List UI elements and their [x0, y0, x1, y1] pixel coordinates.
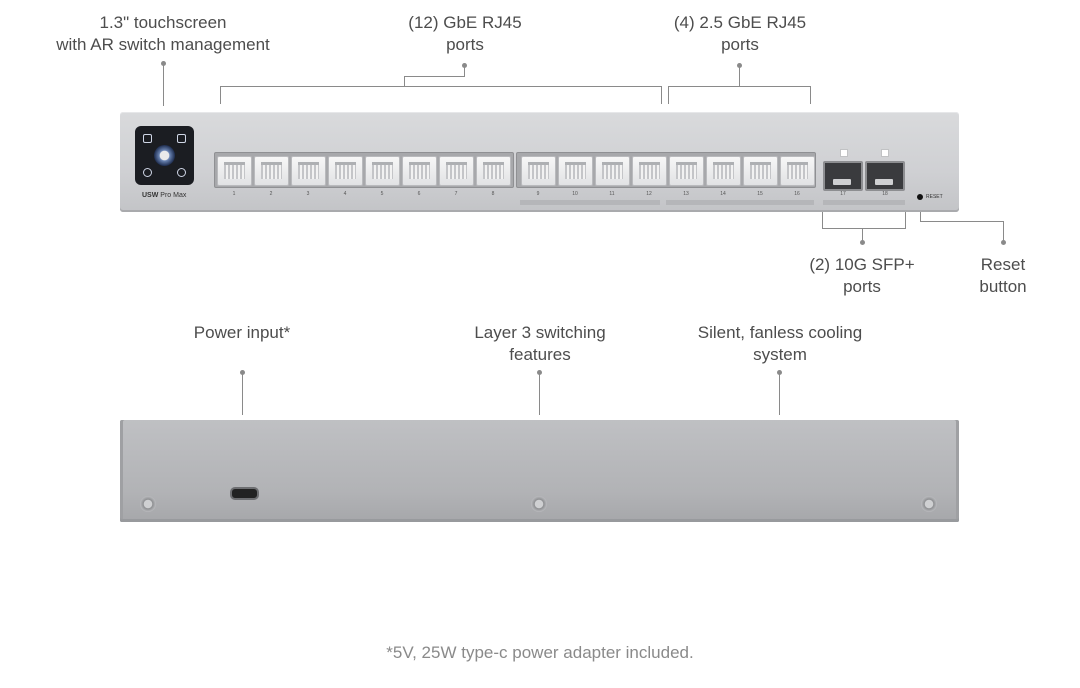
gbe-bracket-right [661, 86, 662, 104]
ge25-ports-callout: (4) 2.5 GbE RJ45 ports [673, 13, 807, 54]
rj45-port[interactable] [743, 156, 778, 186]
gbe-leader-dot [462, 63, 467, 68]
sfp-ports-callout: (2) 10G SFP+ ports [809, 255, 915, 296]
gbe-bracket-step [404, 76, 465, 77]
screen-power-icon [143, 168, 152, 177]
touchscreen-leader-dot [161, 61, 166, 66]
screen-stats-icon [177, 134, 186, 143]
layer3-leader [539, 373, 540, 415]
rj45-port[interactable] [217, 156, 252, 186]
port-number: 2 [269, 191, 273, 197]
model-label-bold: USW [142, 192, 159, 199]
gbe-ports-callout: (12) GbE RJ45 ports [408, 13, 522, 54]
rj45-port[interactable] [254, 156, 289, 186]
port-number: 7 [454, 191, 458, 197]
rj45-port[interactable] [439, 156, 474, 186]
port-number: 9 [536, 191, 540, 197]
sfp-leader [862, 228, 863, 241]
port-number: 12 [646, 191, 652, 197]
port-number: 16 [794, 191, 800, 197]
rj45-port[interactable] [669, 156, 704, 186]
rj45-port[interactable] [558, 156, 593, 186]
ge25-bracket-right [810, 86, 811, 104]
rj45-port[interactable] [402, 156, 437, 186]
rj45-port[interactable] [595, 156, 630, 186]
port-number: 6 [417, 191, 421, 197]
sfp-led-18 [881, 149, 889, 157]
ge25-bracket-left [668, 86, 669, 104]
layer3-leader-dot [537, 370, 542, 375]
cooling-callout: Silent, fanless cooling system [697, 323, 863, 364]
sfp-port-18[interactable] [865, 161, 905, 191]
gbe-leader [464, 66, 465, 77]
rj45-port[interactable] [780, 156, 815, 186]
ge25-leader [739, 66, 740, 87]
sfp-port-number: 18 [882, 191, 888, 197]
cooling-leader [779, 373, 780, 415]
port-number: 3 [306, 191, 310, 197]
port-number: 10 [572, 191, 578, 197]
ge25-leader-dot [737, 63, 742, 68]
port-number: 15 [757, 191, 763, 197]
model-label: USW Pro Max [142, 192, 186, 199]
port-status-bar-25g [666, 200, 814, 205]
port-status-bar-gbe [520, 200, 660, 205]
screw-icon [140, 496, 156, 512]
reset-callout: Reset button [979, 255, 1027, 296]
port-number: 14 [720, 191, 726, 197]
model-label-rest: Pro Max [158, 192, 187, 199]
reset-leader-dot [1001, 240, 1006, 245]
rj45-port[interactable] [365, 156, 400, 186]
screen-home-icon [143, 134, 152, 143]
touchscreen-center-icon [154, 145, 175, 166]
gbe-bracket-stem [404, 76, 405, 87]
sfp-bracket [822, 228, 906, 229]
screw-icon [921, 496, 937, 512]
sfp-bracket-right [905, 202, 906, 229]
power-input-callout: Power input* [193, 323, 291, 342]
rj45-port[interactable] [632, 156, 667, 186]
port-status-bar-sfp [823, 200, 905, 205]
port-number: 8 [491, 191, 495, 197]
sfp-bracket-left [822, 202, 823, 229]
rj45-port[interactable] [476, 156, 511, 186]
port-number: 5 [380, 191, 384, 197]
screw-icon [531, 496, 547, 512]
ge25-bracket [668, 86, 811, 87]
power-leader [242, 373, 243, 415]
reset-label: RESET [926, 194, 943, 200]
sfp-led-17 [840, 149, 848, 157]
usb-c-power-port[interactable] [230, 487, 259, 500]
rj45-port[interactable] [291, 156, 326, 186]
sfp-port-17[interactable] [823, 161, 863, 191]
screen-settings-icon [177, 168, 186, 177]
layer3-callout: Layer 3 switching features [474, 323, 606, 364]
rj45-port[interactable] [706, 156, 741, 186]
touchscreen-callout: 1.3" touchscreen with AR switch manageme… [56, 13, 270, 54]
sfp-leader-dot [860, 240, 865, 245]
footnote: *5V, 25W type-c power adapter included. [386, 643, 694, 662]
rj45-port[interactable] [521, 156, 556, 186]
touchscreen-leader [163, 64, 164, 106]
port-number: 13 [683, 191, 689, 197]
reset-leader-h [920, 221, 1004, 222]
gbe-bracket-left [220, 86, 221, 104]
port-number: 1 [232, 191, 236, 197]
reset-leader-down [1003, 221, 1004, 241]
touchscreen-display[interactable] [135, 126, 194, 185]
sfp-port-number: 17 [840, 191, 846, 197]
port-number: 4 [343, 191, 347, 197]
port-number: 11 [609, 191, 615, 197]
reset-button[interactable] [917, 194, 923, 200]
rj45-port[interactable] [328, 156, 363, 186]
gbe-bracket [220, 86, 662, 87]
power-leader-dot [240, 370, 245, 375]
cooling-leader-dot [777, 370, 782, 375]
